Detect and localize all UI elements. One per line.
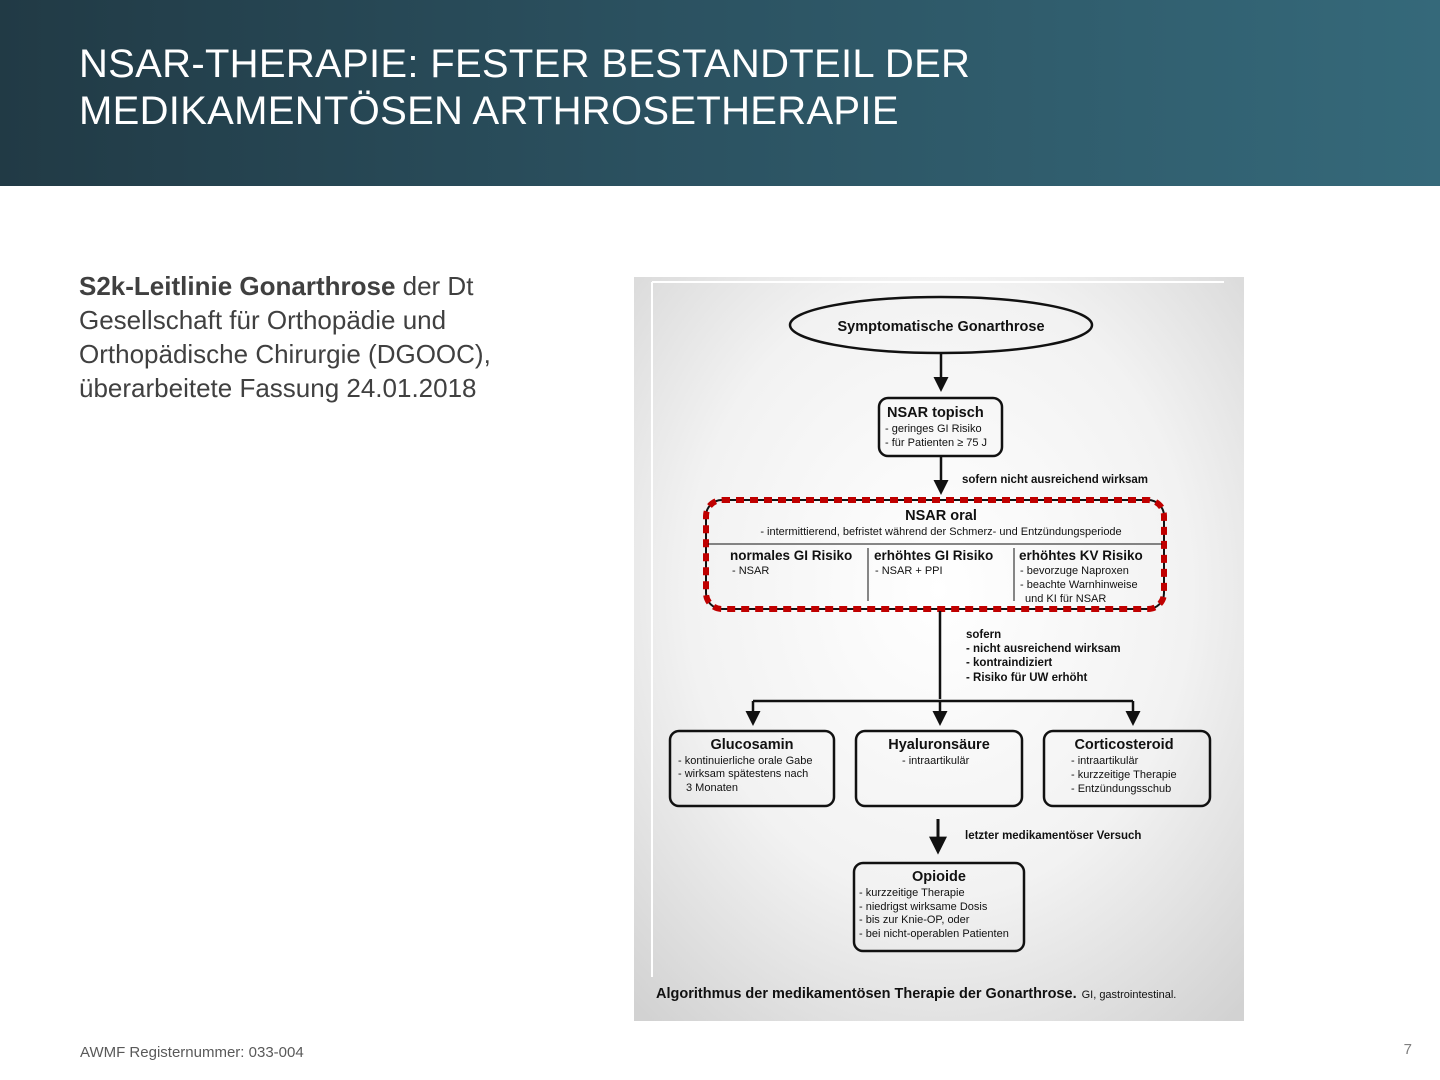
start-ellipse: [788, 295, 1094, 355]
opioide-line1: - kurzzeitige Therapie: [859, 887, 965, 899]
condition-2-line1: sofern: [966, 629, 1001, 641]
slide-title-line-2: MEDIKAMENTÖSEN ARTHROSETHERAPIE: [79, 89, 899, 133]
box-opioide: [852, 861, 1026, 953]
figure-caption-rest: GI, gastrointestinal.: [1082, 989, 1177, 1001]
oral-col2-title: erhöhtes GI Risiko: [874, 548, 993, 563]
opioide-line2: - niedrigst wirksame Dosis: [859, 901, 988, 913]
oral-col1-line1: - NSAR: [732, 565, 769, 577]
box-glucosamin: [668, 729, 836, 808]
oral-col3-line1: - bevorzuge Naproxen: [1020, 565, 1129, 577]
nsar-topisch-title: NSAR topisch: [887, 405, 984, 421]
cortico-line2: - kurzzeitige Therapie: [1071, 769, 1177, 781]
oral-col3-title: erhöhtes KV Risiko: [1019, 548, 1143, 563]
title-banner: NSAR-THERAPIE: FESTER BESTANDTEIL DER ME…: [0, 0, 1440, 186]
condition-2-line2: - nicht ausreichend wirksam: [966, 643, 1121, 655]
oral-col3-line3: und KI für NSAR: [1025, 593, 1106, 605]
condition-3: letzter medikamentöser Versuch: [965, 830, 1141, 842]
hyaluron-line1: - intraartikulär: [902, 755, 970, 767]
page-number: 7: [1403, 1041, 1412, 1058]
start-label: Symptomatische Gonarthrose: [837, 319, 1044, 335]
slide-title: NSAR-THERAPIE: FESTER BESTANDTEIL DER ME…: [79, 41, 1179, 135]
slide-title-line-1: NSAR-THERAPIE: FESTER BESTANDTEIL DER: [79, 42, 971, 86]
glucosamin-line2: - wirksam spätestens nach: [678, 768, 808, 780]
opioide-title: Opioide: [912, 869, 966, 885]
nsar-topisch-line-1: - geringes GI Risiko: [885, 423, 982, 435]
box-corticosteroid: [1042, 729, 1212, 808]
red-highlight-border: [703, 497, 1167, 612]
algorithm-figure: Symptomatische Gonarthrose NSAR topisch …: [634, 277, 1244, 1021]
box-hyaluronsaeure: [854, 729, 1024, 808]
hyaluron-title: Hyaluronsäure: [888, 737, 990, 753]
condition-1: sofern nicht ausreichend wirksam: [962, 474, 1148, 486]
intro-rest: der Dt Gesellschaft für Orthopädie und O…: [79, 271, 491, 403]
cortico-line1: - intraartikulär: [1071, 755, 1139, 767]
nsar-oral-title: NSAR oral: [905, 508, 977, 524]
condition-2-line3: - kontraindiziert: [966, 657, 1052, 669]
oral-col2-line1: - NSAR + PPI: [875, 565, 943, 577]
cortico-line3: - Entzündungsschub: [1071, 783, 1171, 795]
glucosamin-line3: 3 Monaten: [686, 782, 738, 794]
oral-col3-line2: - beachte Warnhinweise: [1020, 579, 1138, 591]
figure-caption: Algorithmus der medikamentösen Therapie …: [656, 986, 1176, 1002]
algorithm-diagram: Symptomatische Gonarthrose NSAR topisch …: [634, 277, 1244, 1021]
oral-col1-title: normales GI Risiko: [730, 548, 852, 563]
condition-2-line4: - Risiko für UW erhöht: [966, 672, 1088, 684]
figure-caption-bold: Algorithmus der medikamentösen Therapie …: [656, 986, 1077, 1002]
cortico-title: Corticosteroid: [1074, 737, 1173, 753]
intro-bold: S2k-Leitlinie Gonarthrose: [79, 271, 396, 301]
registry-footer: AWMF Registernummer: 033-004: [80, 1044, 304, 1061]
glucosamin-line1: - kontinuierliche orale Gabe: [678, 755, 813, 767]
opioide-line3: - bis zur Knie-OP, oder: [859, 914, 970, 926]
glucosamin-title: Glucosamin: [711, 737, 794, 753]
nsar-oral-subtitle: - intermittierend, befristet während der…: [760, 526, 1121, 538]
nsar-topisch-line-2: - für Patienten ≥ 75 J: [885, 437, 987, 449]
intro-text: S2k-Leitlinie Gonarthrose der Dt Gesells…: [79, 269, 549, 405]
opioide-line4: - bei nicht-operablen Patienten: [859, 928, 1009, 940]
